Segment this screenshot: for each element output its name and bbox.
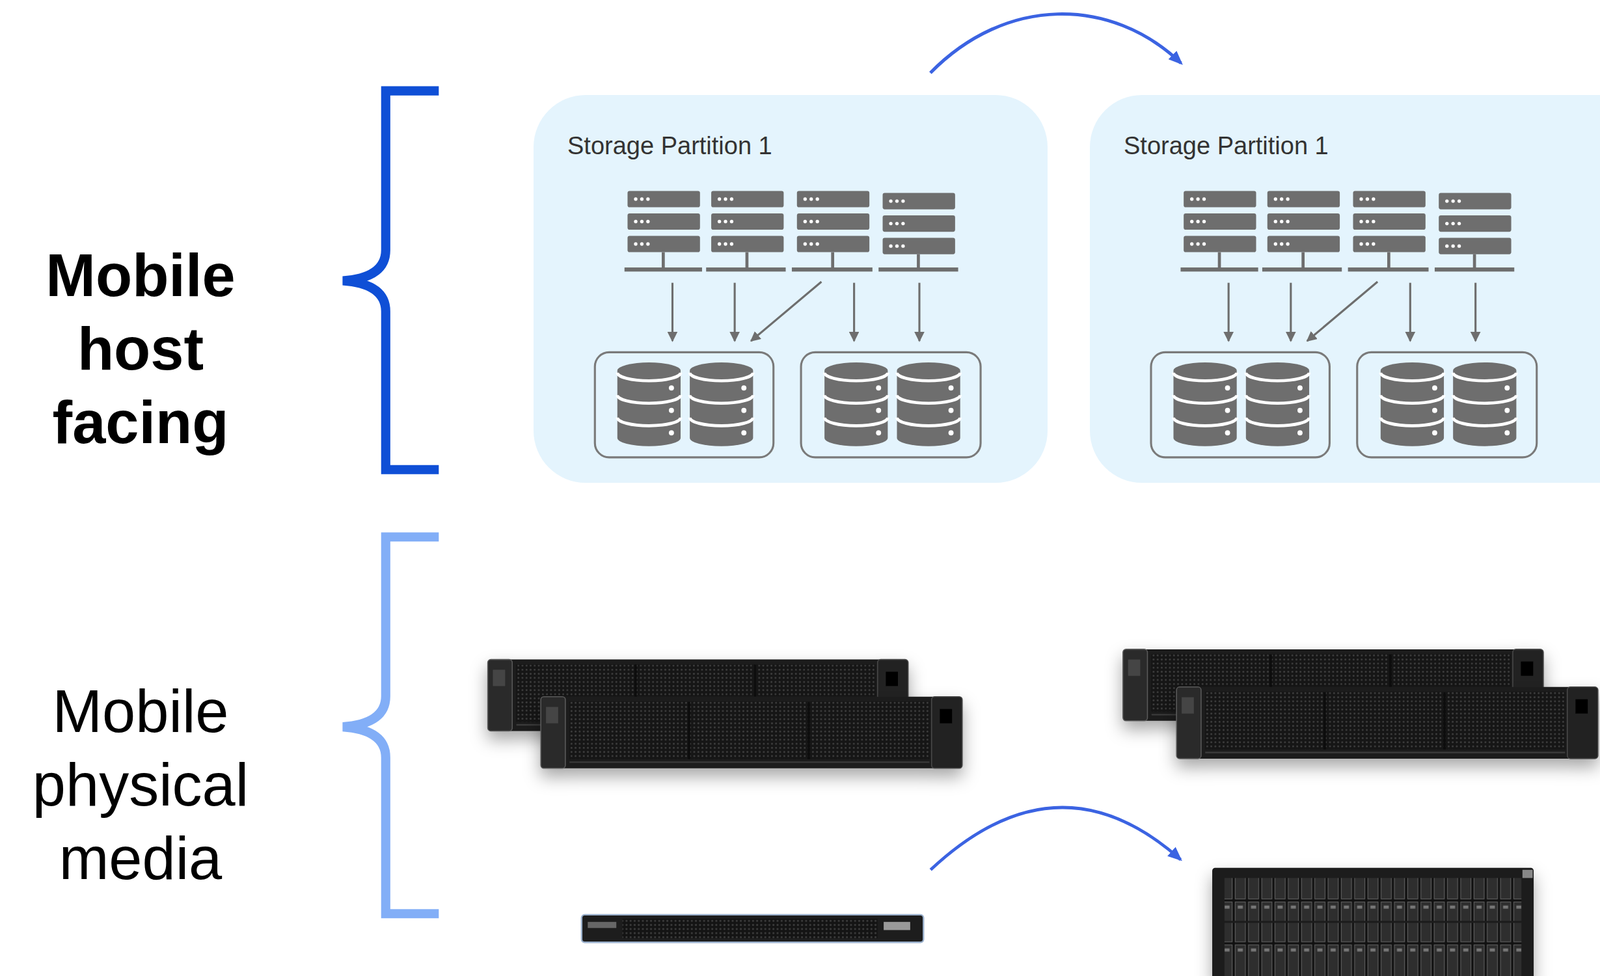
bracket-label: Mobile host facing: [29, 238, 252, 460]
storage-partition-panel: Storage Partition 1: [533, 94, 1048, 483]
bracket-part: [342, 91, 439, 470]
hardware-part: [1123, 649, 1544, 721]
bracket: [342, 91, 439, 915]
partition-icons-part: [594, 190, 981, 458]
hardware-part: [1176, 687, 1599, 759]
panel-title: Storage Partition 1: [1123, 130, 1329, 161]
panel-title: Storage Partition 1: [567, 130, 773, 161]
bracket-part: [342, 536, 439, 914]
hardware-part: [883, 922, 911, 931]
hardware-part: [1224, 877, 1522, 921]
partition-icons-part: [1151, 190, 1537, 458]
hardware-part: [1212, 867, 1534, 976]
hardware-part: [581, 914, 924, 943]
hardware: [488, 649, 1599, 976]
hardware-part: [930, 807, 1181, 870]
hardware-part: [488, 659, 909, 732]
curved-arrow: [930, 14, 1181, 73]
hardware-part: [540, 696, 963, 769]
hardware-part: [587, 922, 617, 928]
bracket-label: Mobile physical media: [13, 674, 269, 896]
partition-icons: [594, 190, 1537, 458]
hardware-part: [1224, 922, 1522, 976]
hardware-part: [622, 918, 878, 939]
storage-partition-panel: Storage Partition 1: [1089, 94, 1600, 483]
hardware-part: [1522, 869, 1533, 879]
